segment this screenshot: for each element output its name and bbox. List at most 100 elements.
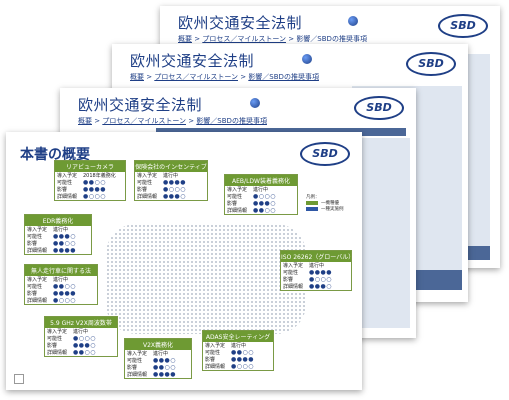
legend: 凡例： 一機種優 一種実施例: [306, 195, 344, 212]
rating-dots-icon: ●●●●: [153, 371, 176, 378]
box-row: 詳細情報●●●○: [281, 283, 351, 290]
legend-swatch-blue: [306, 206, 318, 211]
box-row: 導入予定進行中: [45, 328, 117, 335]
row-label: 詳細情報: [57, 194, 78, 200]
row-label: 詳細情報: [47, 350, 68, 356]
rating-dots-icon: ●○○○: [163, 186, 186, 193]
box-row: 詳細情報●●●●: [125, 371, 191, 378]
box-row: 可能性●●○○: [55, 179, 125, 186]
breadcrumb-impact: 影響／SBDの推奨事項: [296, 35, 367, 43]
box-row: 影響●●●○: [45, 342, 117, 349]
box-title: EDR義務化: [25, 215, 91, 226]
box-adas[interactable]: ADAS安全レーティング導入予定進行中可能性●●○○影響●●●●詳細情報●○○○: [202, 330, 274, 371]
row-value: 進行中: [309, 263, 325, 269]
row-label: 可能性: [57, 180, 73, 186]
row-value: 進行中: [253, 187, 269, 193]
breadcrumb-overview[interactable]: 概要: [178, 35, 192, 43]
box-title: リアビューカメラ: [55, 161, 125, 172]
box-title: V2X義務化: [125, 339, 191, 350]
row-label: 導入予定: [57, 173, 78, 179]
box-row: 影響●●●●: [25, 290, 97, 297]
legend-swatch-green: [306, 200, 318, 205]
row-label: 可能性: [205, 350, 221, 356]
rating-dots-icon: ●○○○: [231, 363, 254, 370]
row-label: 可能性: [27, 234, 43, 240]
breadcrumb-process[interactable]: プロセス／マイルストーン: [102, 117, 186, 125]
rating-dots-icon: ●○○○: [253, 193, 276, 200]
box-aeb-ldw[interactable]: AEB/LDW装着義務化導入予定進行中可能性●○○○影響●●●○詳細情報●●○○: [224, 174, 298, 215]
rating-dots-icon: ●●●○: [253, 200, 276, 207]
box-row: 詳細情報●●●○: [135, 193, 207, 200]
row-value: 進行中: [163, 173, 179, 179]
box-title: 5.9 GHz V2X周波数帯: [45, 317, 117, 328]
rating-dots-icon: ●○○○: [53, 297, 76, 304]
rating-dots-icon: ●●●○: [53, 233, 76, 240]
breadcrumb-overview[interactable]: 概要: [78, 117, 92, 125]
row-label: 詳細情報: [283, 284, 304, 290]
box-iso26262[interactable]: ISO 26262（グローバル）導入予定進行中可能性●●●●影響●○○○詳細情報…: [280, 250, 354, 291]
rating-dots-icon: ●○○○: [83, 193, 106, 200]
box-v2x-mandate[interactable]: V2X義務化導入予定進行中可能性●●●○影響●●○○詳細情報●●●●: [124, 338, 192, 379]
row-label: 可能性: [47, 336, 63, 342]
status-dot-icon: [250, 98, 260, 108]
breadcrumb-impact[interactable]: 影響／SBDの推奨事項: [248, 73, 319, 81]
box-row: 導入予定進行中: [135, 172, 207, 179]
row-label: 詳細情報: [27, 248, 48, 254]
box-title: ISO 26262（グローバル）: [281, 251, 354, 262]
row-label: 導入予定: [283, 263, 304, 269]
row-label: 可能性: [227, 194, 243, 200]
box-row: 影響●●●●: [203, 356, 273, 363]
box-insurance[interactable]: 保険会社のインセンティブ導入予定進行中可能性●●●●影響●○○○詳細情報●●●○: [134, 160, 208, 201]
rating-dots-icon: ●●○○: [53, 240, 76, 247]
rating-dots-icon: ●●●●: [163, 179, 186, 186]
row-label: 可能性: [27, 284, 43, 290]
box-row: 導入予定進行中: [281, 262, 351, 269]
row-label: 可能性: [137, 180, 153, 186]
breadcrumb-impact[interactable]: 影響／SBDの推奨事項: [196, 117, 267, 125]
row-value: 進行中: [231, 343, 247, 349]
page-icon[interactable]: [14, 374, 24, 384]
box-row: 影響●●●●: [55, 186, 125, 193]
box-row: 導入予定進行中: [203, 342, 273, 349]
box-unmanned[interactable]: 無人走行車に関する法導入予定進行中可能性●●○○影響●●●●詳細情報●○○○: [24, 264, 98, 305]
sbd-logo: SBD: [354, 96, 404, 120]
sbd-logo: SBD: [438, 14, 488, 38]
box-v2x[interactable]: 5.9 GHz V2X周波数帯導入予定進行中可能性●○○○影響●●●○詳細情報●…: [44, 316, 118, 357]
breadcrumb-overview[interactable]: 概要: [130, 73, 144, 81]
box-row: 影響●●○○: [125, 364, 191, 371]
rating-dots-icon: ●●○○: [253, 207, 276, 214]
row-value: 進行中: [153, 351, 169, 357]
slide-title: 欧州交通安全法制: [178, 14, 303, 32]
breadcrumb-process[interactable]: プロセス／マイルストーン: [202, 35, 286, 43]
box-row: 影響●○○○: [135, 186, 207, 193]
box-edr[interactable]: EDR義務化導入予定進行中可能性●●●○影響●●○○詳細情報●●●●: [24, 214, 92, 255]
box-row: 影響●○○○: [281, 276, 351, 283]
rating-dots-icon: ●●●●: [53, 247, 76, 254]
row-label: 導入予定: [127, 351, 148, 357]
row-label: 導入予定: [27, 227, 48, 233]
row-label: 詳細情報: [205, 364, 226, 370]
row-label: 可能性: [283, 270, 299, 276]
row-label: 影響: [227, 201, 238, 207]
box-row: 可能性●●○○: [203, 349, 273, 356]
row-value: 進行中: [53, 227, 69, 233]
breadcrumb: 概要 > プロセス／マイルストーン > 影響／SBDの推奨事項: [78, 117, 267, 125]
breadcrumb: 概要 > プロセス／マイルストーン > 影響／SBDの推奨事項: [178, 35, 367, 43]
slide-title: 欧州交通安全法制: [130, 52, 255, 70]
row-label: 影響: [127, 365, 138, 371]
rating-dots-icon: ●●●○: [163, 193, 186, 200]
box-row: 導入予定進行中: [225, 186, 297, 193]
row-label: 影響: [27, 291, 38, 297]
row-label: 導入予定: [137, 173, 158, 179]
status-dot-icon: [348, 16, 358, 26]
row-label: 導入予定: [227, 187, 248, 193]
rating-dots-icon: ●○○○: [73, 335, 96, 342]
box-row: 詳細情報●○○○: [25, 297, 97, 304]
box-row: 詳細情報 ●○○○: [55, 193, 125, 200]
status-dot-icon: [302, 54, 312, 64]
breadcrumb-process[interactable]: プロセス／マイルストーン: [154, 73, 238, 81]
row-label: 可能性: [127, 358, 143, 364]
